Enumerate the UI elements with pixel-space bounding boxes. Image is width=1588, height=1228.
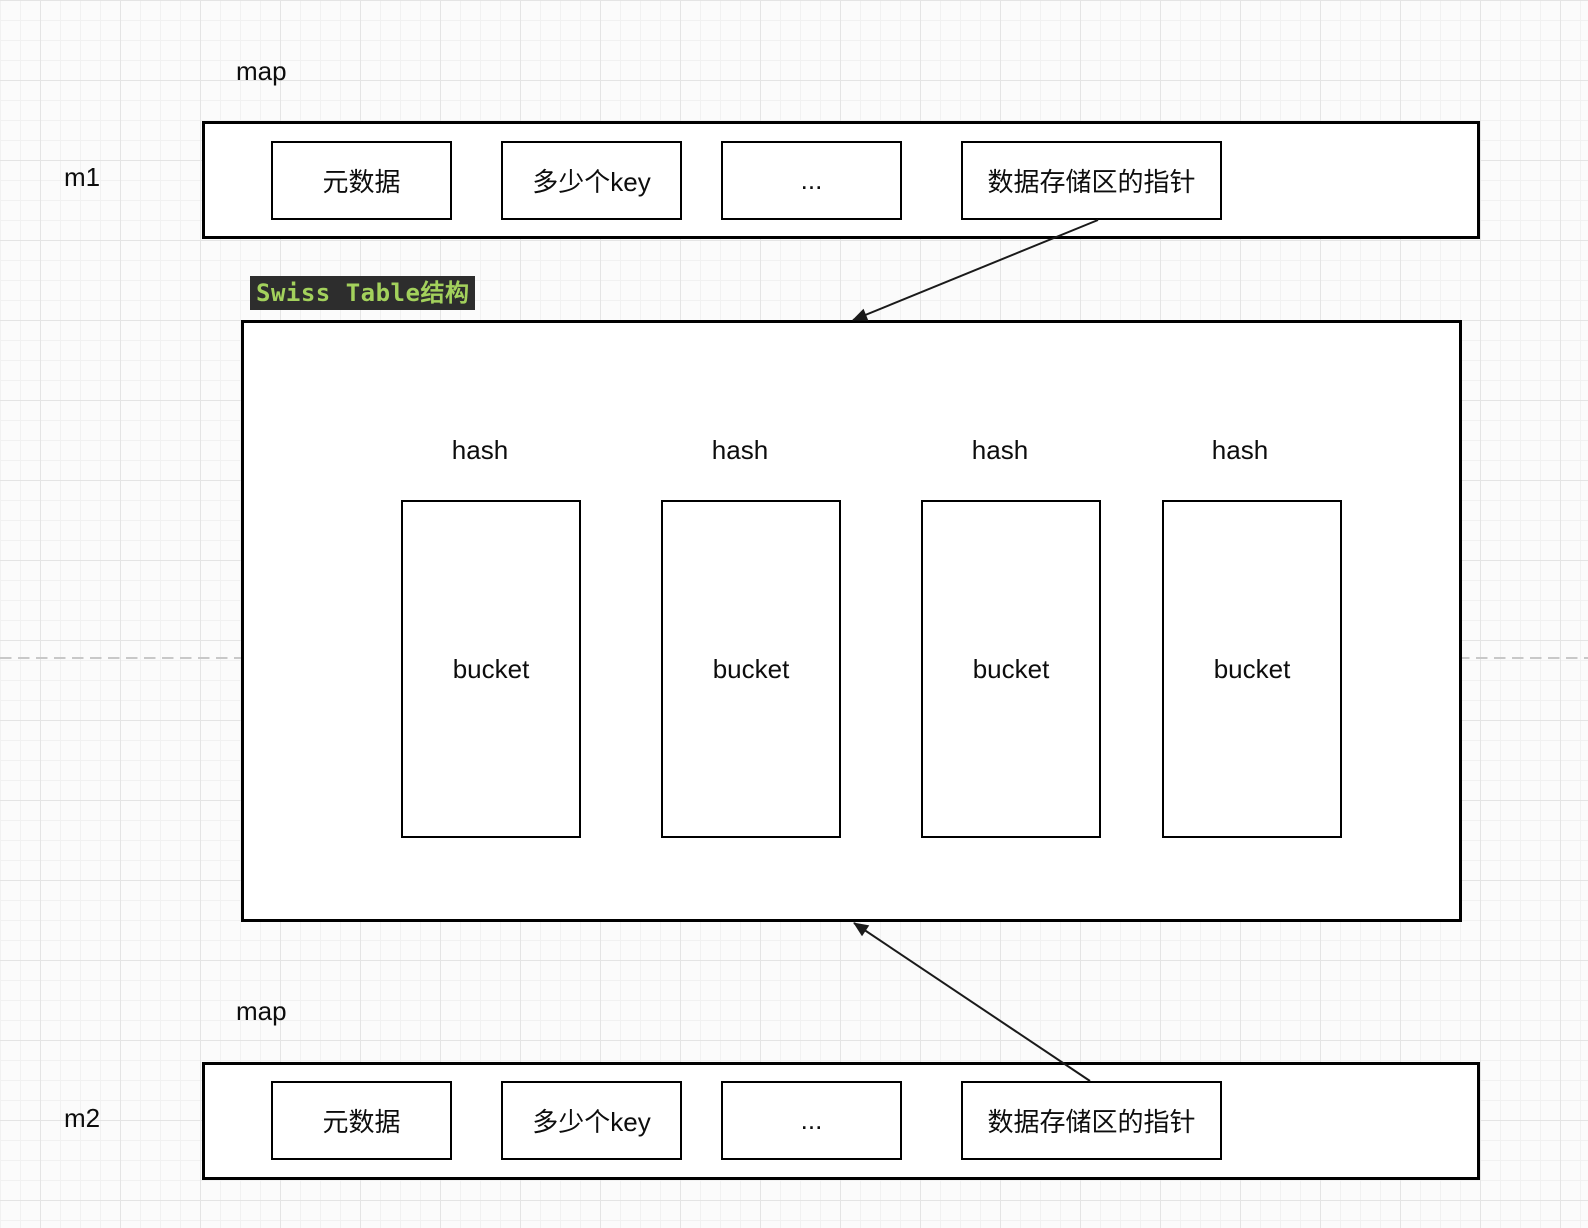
m1-cell-metadata[interactable]: 元数据 bbox=[271, 141, 452, 220]
bucket-4-label: bucket bbox=[1213, 653, 1291, 684]
m1-cell-keycount[interactable]: 多少个key bbox=[501, 141, 682, 220]
bucket-2[interactable]: bucket bbox=[661, 500, 841, 838]
bucket-3-label: bucket bbox=[972, 653, 1050, 684]
m2-cell-data-pointer[interactable]: 数据存储区的指针 bbox=[961, 1081, 1222, 1160]
hash-label-3[interactable]: hash bbox=[971, 435, 1029, 465]
m1-map-label[interactable]: map bbox=[236, 56, 287, 86]
bucket-2-label: bucket bbox=[712, 653, 790, 684]
m2-cell-data-pointer-label: 数据存储区的指针 bbox=[987, 1107, 1196, 1137]
m2-cell-ellipsis-label: ... bbox=[800, 1105, 823, 1135]
arrow-m2-pointer-to-table[interactable] bbox=[853, 922, 1091, 1082]
bucket-1[interactable]: bucket bbox=[401, 500, 581, 838]
m2-cell-ellipsis[interactable]: ... bbox=[721, 1081, 902, 1160]
m1-cell-ellipsis[interactable]: ... bbox=[721, 141, 902, 220]
m1-cell-data-pointer-label: 数据存储区的指针 bbox=[987, 167, 1196, 197]
m2-cell-metadata[interactable]: 元数据 bbox=[271, 1081, 452, 1160]
hash-label-4[interactable]: hash bbox=[1211, 435, 1269, 465]
m2-map-label[interactable]: map bbox=[236, 996, 287, 1026]
bucket-4[interactable]: bucket bbox=[1162, 500, 1342, 838]
m2-cell-keycount-label: 多少个key bbox=[532, 1107, 651, 1137]
bucket-1-label: bucket bbox=[452, 653, 530, 684]
bucket-3[interactable]: bucket bbox=[921, 500, 1101, 838]
m1-cell-ellipsis-label: ... bbox=[800, 165, 823, 195]
m1-name-label[interactable]: m1 bbox=[64, 162, 101, 192]
m1-cell-data-pointer[interactable]: 数据存储区的指针 bbox=[961, 141, 1222, 220]
m2-cell-keycount[interactable]: 多少个key bbox=[501, 1081, 682, 1160]
hash-label-2[interactable]: hash bbox=[711, 435, 769, 465]
m1-cell-metadata-label: 元数据 bbox=[322, 167, 401, 197]
m2-cell-metadata-label: 元数据 bbox=[322, 1107, 401, 1137]
hash-label-1[interactable]: hash bbox=[451, 435, 509, 465]
m2-name-label[interactable]: m2 bbox=[64, 1103, 101, 1133]
m1-cell-keycount-label: 多少个key bbox=[532, 167, 651, 197]
swiss-table-title[interactable]: Swiss Table结构 bbox=[250, 276, 476, 310]
